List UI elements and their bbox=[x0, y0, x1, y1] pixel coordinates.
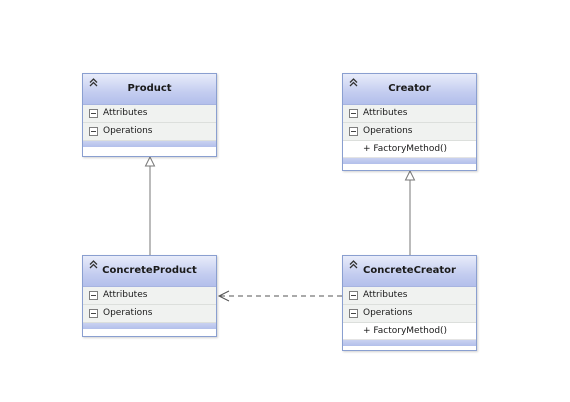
attributes-section[interactable]: Attributes bbox=[343, 287, 476, 305]
collapse-chevron-icon[interactable] bbox=[349, 78, 358, 87]
operations-section[interactable]: Operations bbox=[83, 305, 216, 323]
collapse-section-icon[interactable] bbox=[89, 291, 98, 300]
operations-label: Operations bbox=[103, 126, 153, 136]
class-concrete-creator[interactable]: ConcreteCreator Attributes Operations + … bbox=[342, 255, 477, 351]
operation-signature: + FactoryMethod() bbox=[363, 326, 448, 336]
collapse-section-icon[interactable] bbox=[89, 109, 98, 118]
class-footer bbox=[83, 141, 216, 147]
collapse-section-icon[interactable] bbox=[89, 127, 98, 136]
class-header[interactable]: Product bbox=[83, 74, 216, 105]
dependency-arrowhead bbox=[217, 290, 230, 302]
operation-member[interactable]: + FactoryMethod() bbox=[343, 323, 476, 340]
collapse-section-icon[interactable] bbox=[349, 309, 358, 318]
collapse-chevron-icon[interactable] bbox=[349, 260, 358, 269]
collapse-chevron-icon[interactable] bbox=[89, 78, 98, 87]
attributes-section[interactable]: Attributes bbox=[83, 105, 216, 123]
collapse-section-icon[interactable] bbox=[349, 127, 358, 136]
operations-section[interactable]: Operations bbox=[343, 305, 476, 323]
class-name: ConcreteCreator bbox=[363, 265, 456, 276]
class-creator[interactable]: Creator Attributes Operations + FactoryM… bbox=[342, 73, 477, 171]
attributes-label: Attributes bbox=[363, 108, 408, 118]
class-name: Product bbox=[127, 83, 172, 94]
collapse-section-icon[interactable] bbox=[349, 291, 358, 300]
attributes-section[interactable]: Attributes bbox=[343, 105, 476, 123]
attributes-section[interactable]: Attributes bbox=[83, 287, 216, 305]
class-concrete-product[interactable]: ConcreteProduct Attributes Operations bbox=[82, 255, 217, 337]
class-footer bbox=[83, 323, 216, 329]
class-header[interactable]: ConcreteCreator bbox=[343, 256, 476, 287]
class-footer bbox=[343, 158, 476, 164]
attributes-label: Attributes bbox=[363, 290, 408, 300]
class-header[interactable]: ConcreteProduct bbox=[83, 256, 216, 287]
class-header[interactable]: Creator bbox=[343, 74, 476, 105]
operations-label: Operations bbox=[363, 308, 413, 318]
generalization-arrowhead-creator bbox=[404, 169, 416, 181]
class-footer bbox=[343, 340, 476, 346]
operations-section[interactable]: Operations bbox=[83, 123, 216, 141]
attributes-label: Attributes bbox=[103, 290, 148, 300]
collapse-section-icon[interactable] bbox=[89, 309, 98, 318]
generalization-arrowhead-product bbox=[144, 155, 156, 167]
operation-signature: + FactoryMethod() bbox=[363, 144, 448, 154]
operations-label: Operations bbox=[363, 126, 413, 136]
class-name: ConcreteProduct bbox=[102, 265, 197, 276]
collapse-section-icon[interactable] bbox=[349, 109, 358, 118]
attributes-label: Attributes bbox=[103, 108, 148, 118]
operations-label: Operations bbox=[103, 308, 153, 318]
class-name: Creator bbox=[388, 83, 431, 94]
operation-member[interactable]: + FactoryMethod() bbox=[343, 141, 476, 158]
collapse-chevron-icon[interactable] bbox=[89, 260, 98, 269]
class-product[interactable]: Product Attributes Operations bbox=[82, 73, 217, 157]
operations-section[interactable]: Operations bbox=[343, 123, 476, 141]
